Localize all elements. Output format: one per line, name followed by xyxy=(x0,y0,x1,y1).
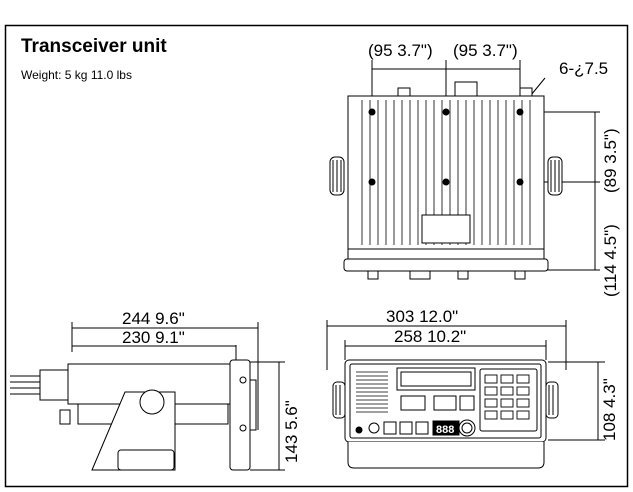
top-view xyxy=(329,60,600,280)
front-view xyxy=(326,320,605,469)
side-view xyxy=(10,322,285,471)
page-title: Transceiver unit xyxy=(21,36,167,57)
top-spacing-left-label: (95 3.7") xyxy=(368,41,433,60)
front-width-overall-label: 303 12.0" xyxy=(386,307,458,326)
front-width-body-label: 258 10.2" xyxy=(394,327,466,346)
top-spacing-right-label: (95 3.7") xyxy=(453,41,518,60)
weight-text: Weight: 5 kg 11.0 lbs xyxy=(21,68,132,82)
hole-callout-label: 6-¿7.5 xyxy=(559,59,608,78)
side-height-label: 143 5.6" xyxy=(282,400,301,463)
front-display-digits: 888 xyxy=(436,424,454,436)
front-height-label: 108 4.3" xyxy=(600,378,619,441)
frame-border xyxy=(4,24,629,488)
side-depth-overall-label: 244 9.6" xyxy=(122,309,185,328)
top-height-upper-label: (89 3.5") xyxy=(601,128,620,193)
top-height-total-label: (114 4.5") xyxy=(601,224,620,297)
side-depth-body-label: 230 9.1" xyxy=(122,328,185,347)
